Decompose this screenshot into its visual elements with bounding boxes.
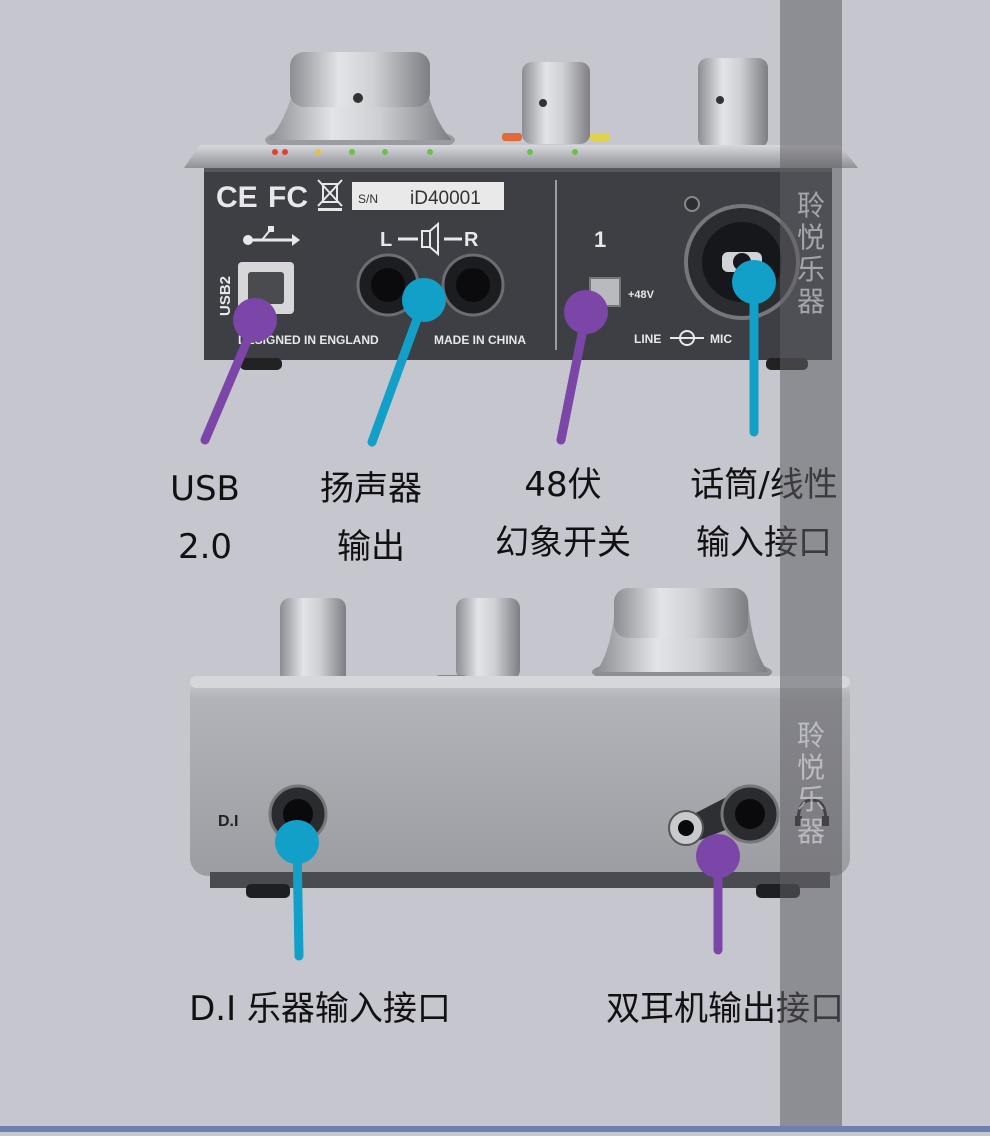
level-leds bbox=[272, 149, 578, 155]
panel-screw bbox=[684, 196, 700, 212]
front-knob-left bbox=[280, 598, 346, 688]
serial-sticker: S/N iD40001 bbox=[352, 182, 504, 210]
line-label: LINE bbox=[634, 332, 661, 346]
label-usb-line2: 2.0 bbox=[177, 527, 233, 567]
serial-label: S/N bbox=[358, 192, 378, 206]
speaker-l-label: L bbox=[380, 229, 392, 251]
speaker-r-label: R bbox=[464, 229, 479, 251]
callout-phantom bbox=[556, 290, 608, 445]
watermark-char: 器 bbox=[796, 285, 825, 318]
speaker-icon bbox=[398, 221, 462, 257]
watermark-char: 聆 bbox=[796, 189, 825, 222]
callout-speaker bbox=[367, 278, 446, 447]
watermark-char: 悦 bbox=[796, 221, 825, 254]
watermark-char: 器 bbox=[796, 815, 825, 848]
label-phantom-line1: 48伏 bbox=[524, 465, 602, 505]
weee-bin-icon bbox=[317, 179, 343, 211]
watermark-char: 乐 bbox=[796, 783, 825, 816]
fc-logo: FC bbox=[268, 181, 308, 214]
watermark-char: 乐 bbox=[796, 253, 825, 286]
bottom-rule bbox=[0, 1126, 990, 1132]
ce-logo: CE bbox=[216, 181, 258, 214]
label-speaker-line2: 输出 bbox=[337, 527, 405, 567]
label-di: D.I 乐器输入接口 bbox=[189, 989, 451, 1029]
label-usb: USB 2.0 bbox=[150, 460, 260, 576]
watermark-char: 悦 bbox=[796, 751, 825, 784]
usb2-vertical-label: USB2 bbox=[217, 276, 234, 316]
watermark-char: 聆 bbox=[796, 719, 825, 752]
callout-di bbox=[275, 820, 319, 961]
callout-mic-line bbox=[732, 260, 776, 437]
watermark-band bbox=[780, 0, 842, 1126]
di-label: D.I bbox=[218, 813, 238, 830]
usb-icon bbox=[243, 226, 300, 246]
gain-knob-mid bbox=[502, 62, 610, 144]
gain-knob-right bbox=[698, 58, 768, 148]
callout-usb bbox=[200, 298, 277, 445]
label-phantom: 48伏 幻象开关 bbox=[478, 456, 648, 572]
line-mic-icon bbox=[670, 330, 704, 346]
mic-label: MIC bbox=[710, 332, 732, 346]
serial-value: iD40001 bbox=[410, 188, 481, 209]
volume-knob-top bbox=[265, 52, 455, 156]
front-knob-mid bbox=[436, 598, 536, 685]
front-volume-knob bbox=[592, 588, 772, 686]
watermark-top: 聆 悦 乐 器 bbox=[780, 190, 842, 318]
channel-number: 1 bbox=[594, 227, 606, 252]
phantom-label: +48V bbox=[628, 289, 655, 301]
footer-left-text: DESIGNED IN ENGLAND bbox=[238, 333, 379, 347]
label-usb-line1: USB bbox=[170, 469, 240, 509]
label-speaker-line1: 扬声器 bbox=[320, 469, 422, 509]
footer-right-text: MADE IN CHINA bbox=[434, 333, 526, 347]
label-phantom-line2: 幻象开关 bbox=[495, 523, 631, 563]
callout-headphone bbox=[696, 834, 740, 955]
headphone-jacks bbox=[668, 784, 780, 846]
label-speaker: 扬声器 输出 bbox=[296, 460, 446, 576]
watermark-bottom: 聆 悦 乐 器 bbox=[780, 720, 842, 848]
